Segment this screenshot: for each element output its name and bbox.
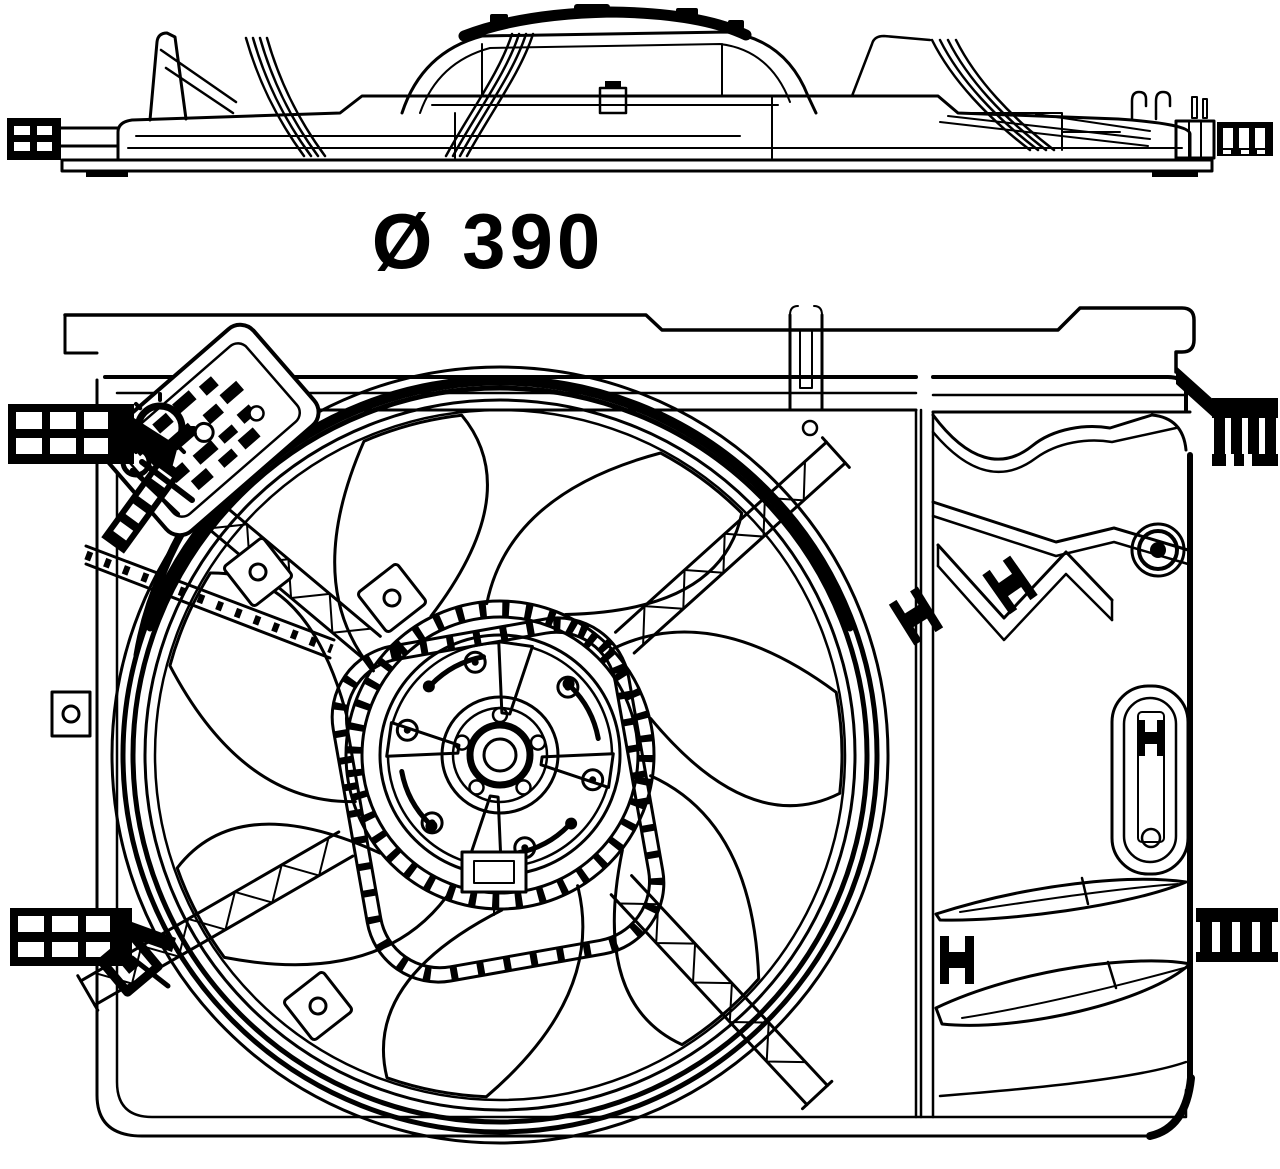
- top-clip: [788, 305, 824, 412]
- profile-base-plate: [60, 158, 1214, 177]
- fan-blade: [612, 774, 761, 1047]
- fan-blade: [175, 822, 448, 967]
- left-mount-bracket-upper: [8, 404, 195, 516]
- clip-icon: [888, 586, 944, 646]
- left-edge-tab: [50, 690, 92, 738]
- truss-arm: [614, 436, 851, 655]
- fan-blade: [382, 884, 585, 1099]
- frame-hole: [801, 419, 819, 437]
- motor-connector: [460, 850, 528, 916]
- fan-blade: [333, 413, 489, 673]
- fan-blade: [168, 571, 357, 804]
- air-deflector-vanes: [934, 876, 1192, 1098]
- blade-edge-bundle-center: [444, 32, 535, 158]
- truss-arm: [609, 874, 834, 1111]
- front-view: [8, 305, 1278, 1145]
- fan-blades: [168, 413, 844, 1099]
- left-mount-bracket-lower: [10, 908, 176, 997]
- mounting-tabs: [50, 535, 429, 1043]
- clamp: [97, 931, 163, 997]
- fan-blade: [608, 630, 844, 808]
- grommet-boss: [1130, 522, 1186, 578]
- profile-main-body: [116, 94, 1192, 162]
- left-connector: [7, 118, 120, 160]
- profile-right-steps: [939, 112, 1151, 151]
- motor-hub: [344, 599, 656, 916]
- profile-view: [7, 4, 1273, 177]
- profile-left-fin: [148, 31, 238, 122]
- panel-hood: [931, 413, 1188, 474]
- blade-edge-bundle-left: [244, 36, 327, 158]
- mount-brackets: [8, 398, 1278, 997]
- dimension-label: Ø 390: [372, 197, 604, 285]
- slide-track-housing: [1110, 684, 1190, 876]
- profile-hook-pins: [1130, 90, 1208, 121]
- right-connector: [1174, 119, 1273, 160]
- profile-fan-dome: [400, 4, 818, 115]
- blade-edge-bundle-right: [850, 34, 1056, 152]
- panel-chevron: [936, 543, 1114, 642]
- right-mount-bracket-upper: [1212, 398, 1278, 466]
- right-panel: [888, 413, 1192, 1098]
- right-mount-bracket-lower: [1196, 908, 1278, 962]
- clip-icon: [940, 936, 974, 984]
- clip-icon: [982, 555, 1038, 615]
- fan-blade: [485, 451, 744, 616]
